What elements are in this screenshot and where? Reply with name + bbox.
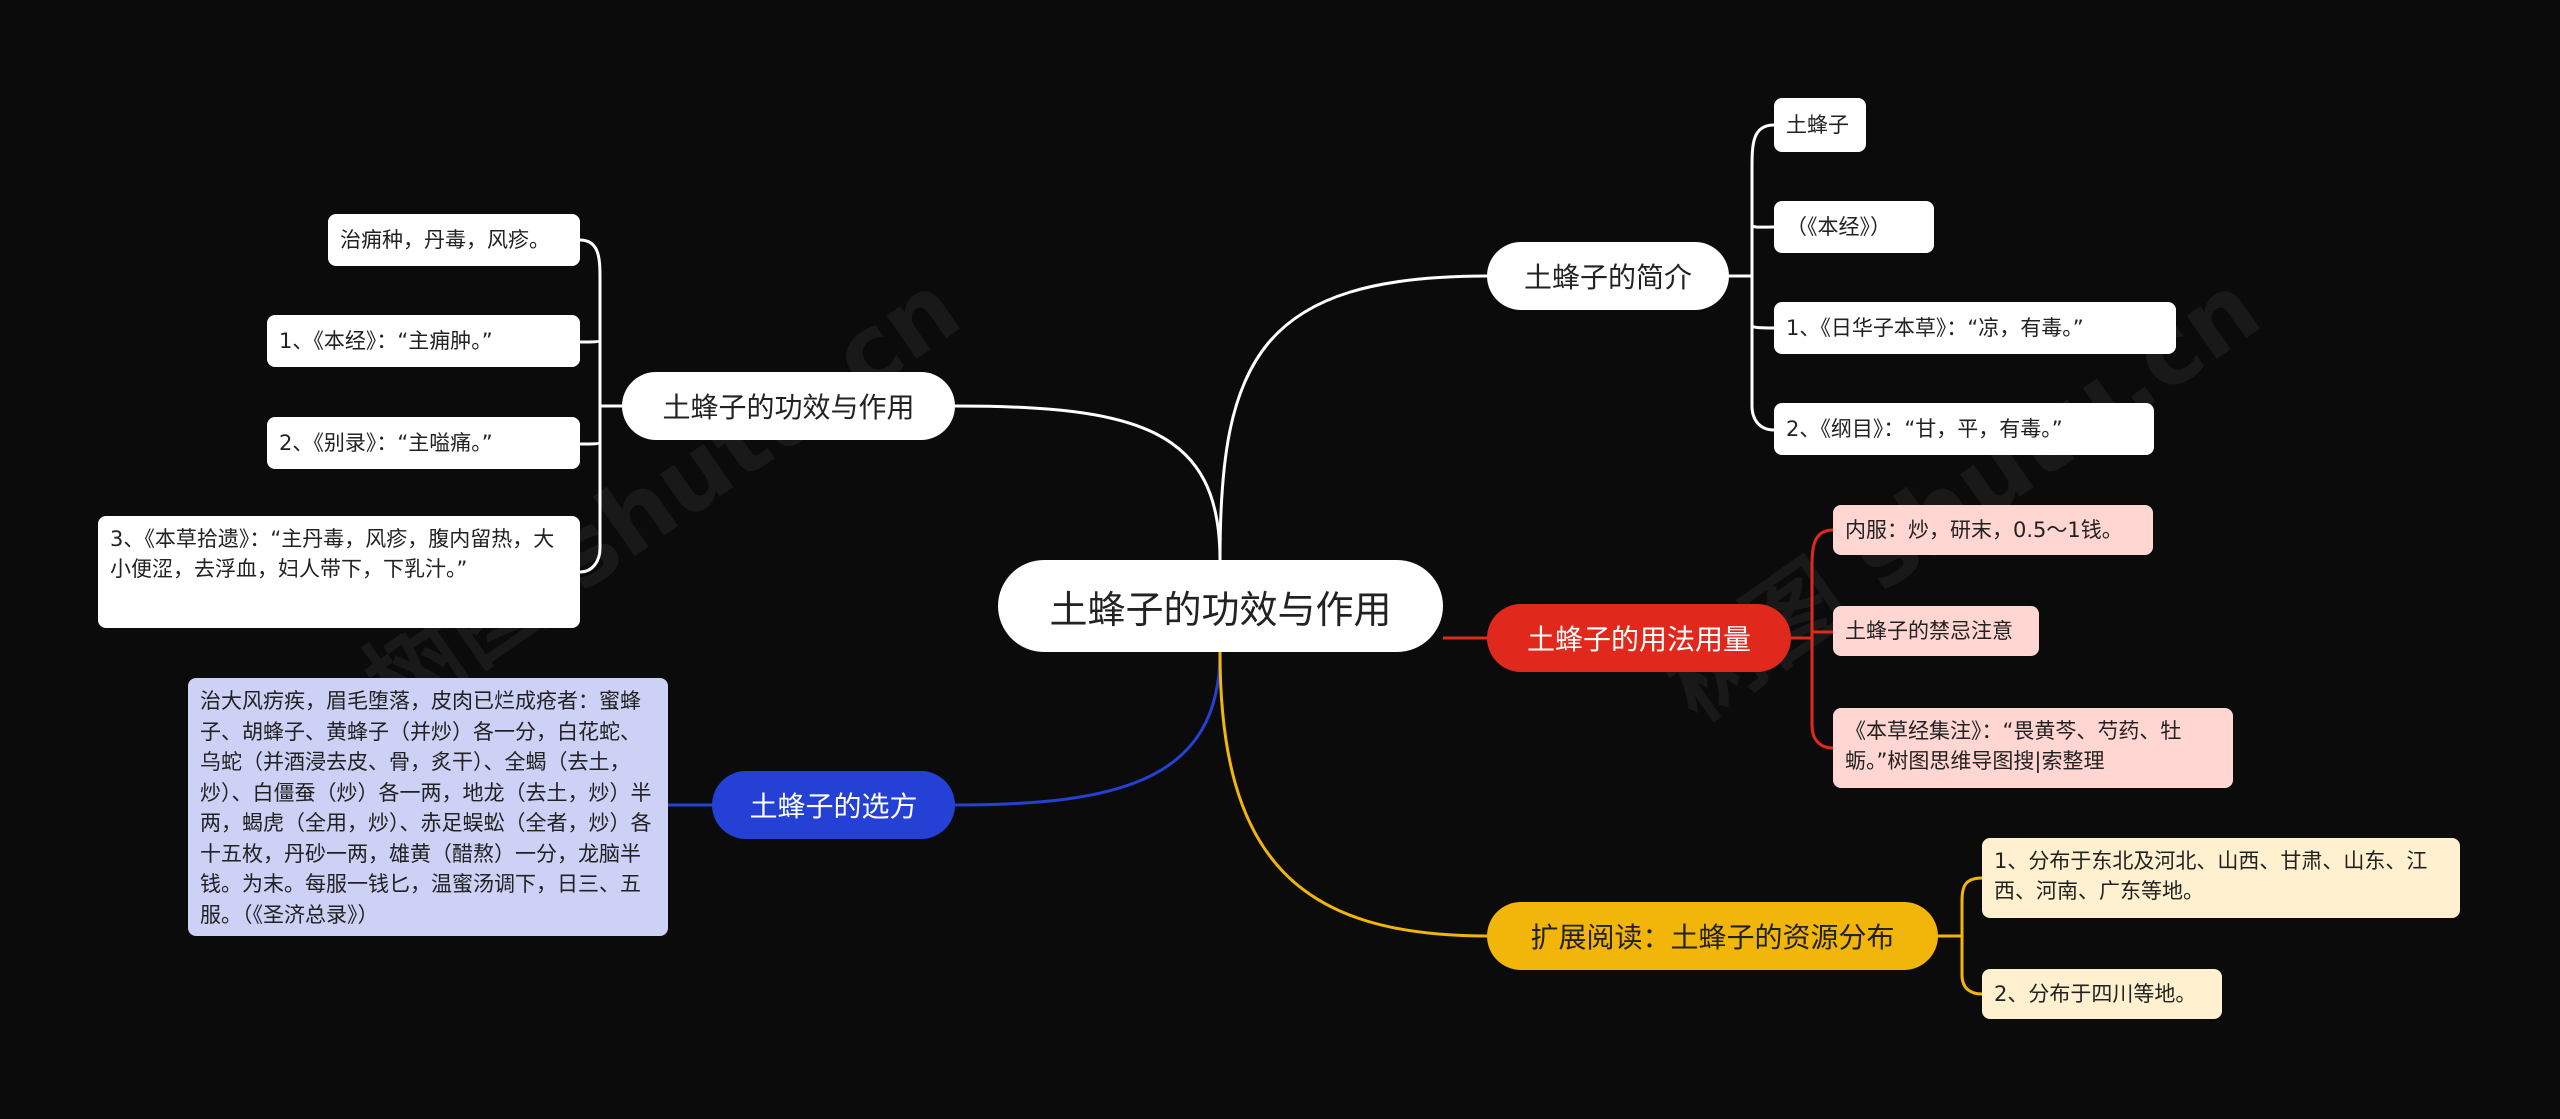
- leaf-intro-2[interactable]: （《本经》）: [1774, 201, 1934, 253]
- leaf-prescription-1[interactable]: 治大风疠疾，眉毛堕落，皮肉已烂成疮者：蜜蜂子、胡蜂子、黄蜂子（并炒）各一分，白花…: [188, 678, 668, 936]
- leaf-distribution-1[interactable]: 1、分布于东北及河北、山西、甘肃、山东、江西、河南、广东等地。: [1982, 838, 2460, 918]
- leaf-distribution-2[interactable]: 2、分布于四川等地。: [1982, 969, 2222, 1019]
- branch-usage[interactable]: 土蜂子的用法用量: [1487, 604, 1791, 672]
- leaf-intro-3[interactable]: 1、《日华子本草》：“凉，有毒。”: [1774, 302, 2176, 354]
- leaf-efficacy-4[interactable]: 3、《本草拾遗》：“主丹毒，风疹，腹内留热，大小便涩，去浮血，妇人带下，下乳汁。…: [98, 516, 580, 628]
- leaf-intro-1[interactable]: 土蜂子: [1774, 98, 1866, 152]
- branch-prescription[interactable]: 土蜂子的选方: [712, 771, 955, 839]
- leaf-usage-2[interactable]: 土蜂子的禁忌注意: [1833, 606, 2039, 656]
- branch-efficacy[interactable]: 土蜂子的功效与作用: [622, 372, 955, 440]
- leaf-efficacy-2[interactable]: 1、《本经》：“主痈肿。”: [267, 315, 580, 367]
- link-center-intro: [1218, 274, 1488, 561]
- leaf-efficacy-1[interactable]: 治痈种，丹毒，风疹。: [328, 214, 580, 266]
- leaf-usage-1[interactable]: 内服：炒，研末，0.5～1钱。: [1833, 505, 2153, 555]
- branch-intro[interactable]: 土蜂子的简介: [1487, 242, 1729, 310]
- central-topic[interactable]: 土蜂子的功效与作用: [998, 560, 1443, 652]
- link-center-distribution: [1218, 651, 1488, 938]
- leaf-intro-4[interactable]: 2、《纲目》：“甘，平，有毒。”: [1774, 403, 2154, 455]
- link-center-prescription: [954, 651, 1222, 807]
- leaf-efficacy-3[interactable]: 2、《别录》：“主嗌痛。”: [267, 417, 580, 469]
- link-center-efficacy: [954, 404, 1222, 561]
- branch-distribution[interactable]: 扩展阅读：土蜂子的资源分布: [1487, 902, 1938, 970]
- leaf-usage-3[interactable]: 《本草经集注》：“畏黄芩、芍药、牡蛎。”树图思维导图搜|索整理: [1833, 708, 2233, 788]
